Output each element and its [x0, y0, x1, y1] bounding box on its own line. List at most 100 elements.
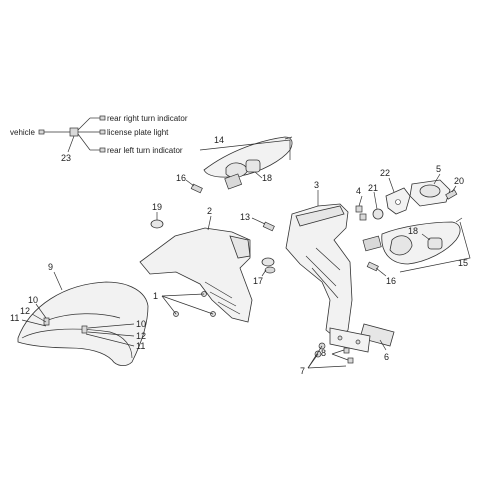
callout-18-top: 18 — [262, 173, 272, 183]
callout-6: 6 — [384, 352, 389, 362]
callout-7: 7 — [300, 366, 305, 376]
hole-icon — [355, 339, 361, 345]
leader-11a — [21, 319, 47, 327]
callout-21: 21 — [368, 183, 378, 193]
leader-4 — [358, 195, 363, 207]
screw-icon — [445, 189, 458, 200]
leader-17 — [261, 269, 267, 277]
leader-16b — [375, 267, 387, 277]
indicator-bulb — [427, 237, 443, 250]
mudguard-left-fasteners: 10 12 11 — [10, 295, 47, 327]
callout-15: 15 — [458, 258, 468, 268]
bracket-tab — [229, 235, 251, 259]
callout-8: 8 — [321, 348, 326, 358]
mudguard-body — [17, 281, 149, 366]
spacer-icon — [261, 257, 275, 267]
mudguard-right-fasteners: 10 12 11 — [85, 319, 146, 351]
grommet-icon — [372, 208, 384, 220]
indicator-lens — [389, 235, 413, 256]
leader-5 — [433, 173, 441, 185]
grommet-icon — [150, 219, 164, 229]
screw-icon — [262, 221, 275, 232]
bracket-body — [139, 227, 253, 323]
leader-12a — [31, 313, 47, 323]
part-grommet-19: 19 — [150, 202, 164, 229]
part-right-turn-indicator: 14 18 — [199, 135, 293, 190]
callout-2: 2 — [207, 206, 212, 216]
nut-icon — [355, 205, 363, 213]
wiring-output-left-turn: rear left turn indicator — [107, 146, 183, 155]
part-screw-16-bottom: 16 — [366, 261, 396, 286]
part-fasteners-4: 4 — [355, 186, 367, 221]
callout-5: 5 — [436, 164, 441, 174]
callout-20: 20 — [454, 176, 464, 186]
part-screws-1: 1 — [153, 291, 216, 317]
callout-9: 9 — [48, 262, 53, 272]
leader-16a — [185, 179, 195, 187]
part-spacer-17: 17 — [253, 257, 276, 286]
plate-light-lens — [419, 184, 441, 198]
bracket-15 — [399, 221, 471, 273]
part-reflector-6: 6 — [359, 323, 395, 362]
callout-11-right: 11 — [136, 341, 145, 351]
mudguard-edge — [21, 328, 133, 359]
callout-23: 23 — [61, 153, 71, 163]
wiring-schematic: vehicle rear right turn indicator licens… — [10, 114, 188, 163]
leader-20 — [451, 185, 457, 193]
callout-16-bottom: 16 — [386, 276, 396, 286]
callout-4: 4 — [356, 186, 361, 196]
callout-10-right: 10 — [136, 319, 146, 329]
part-screw-16-top: 16 — [176, 173, 203, 194]
callout-11-left: 11 — [10, 313, 19, 323]
bracket-hole — [395, 199, 401, 205]
indicator-bulb — [245, 159, 261, 173]
leader-9 — [53, 271, 63, 291]
leader-10b — [87, 323, 135, 329]
holder-ribs — [305, 247, 341, 299]
connector-icon — [99, 115, 106, 121]
connector-icon — [99, 129, 106, 135]
wire-branch-3 — [77, 133, 91, 151]
part-inner-bracket-2: 2 — [139, 206, 253, 323]
callout-1: 1 — [153, 291, 158, 301]
fastener-icon — [81, 325, 88, 334]
bracket-14 — [199, 139, 291, 160]
callout-22: 22 — [380, 168, 390, 178]
callout-18-bottom: 18 — [408, 226, 418, 236]
connector-icon — [99, 147, 106, 153]
wiring-splice-icon — [69, 127, 79, 137]
callout-16-top: 16 — [176, 173, 186, 183]
leader-22 — [388, 177, 395, 193]
callout-10-left: 10 — [28, 295, 38, 305]
leader-7b — [307, 353, 319, 369]
part-bracket-22: 22 — [380, 168, 411, 215]
part-washers-7: 7 — [300, 342, 347, 376]
leader-1a — [161, 293, 205, 297]
callout-13: 13 — [240, 212, 250, 222]
leader-2 — [207, 215, 212, 231]
holder-top — [295, 205, 345, 227]
leader-1b — [161, 295, 214, 315]
indicator-mount — [362, 235, 382, 252]
leader-13 — [251, 217, 266, 225]
leader-11b — [85, 333, 135, 347]
hole-icon — [337, 335, 343, 341]
part-plate-light-5: 5 — [409, 164, 451, 207]
part-21: 21 — [368, 183, 384, 220]
spacer-icon — [264, 266, 276, 274]
screw-icon — [190, 183, 203, 194]
screw-14 — [284, 136, 293, 140]
part-screw-13: 13 — [240, 212, 275, 232]
part-plate-holder-3: 3 — [285, 180, 353, 341]
part-screw-20: 20 — [445, 176, 464, 200]
leader-8a — [331, 349, 345, 355]
callout-12-left: 12 — [20, 306, 30, 316]
nut-icon — [359, 213, 367, 221]
reflector-icon — [359, 323, 395, 347]
callout-19: 19 — [152, 202, 162, 212]
mudguard-ridge — [47, 313, 121, 321]
leader-23 — [67, 135, 75, 153]
vehicle-connector-icon — [38, 129, 45, 135]
